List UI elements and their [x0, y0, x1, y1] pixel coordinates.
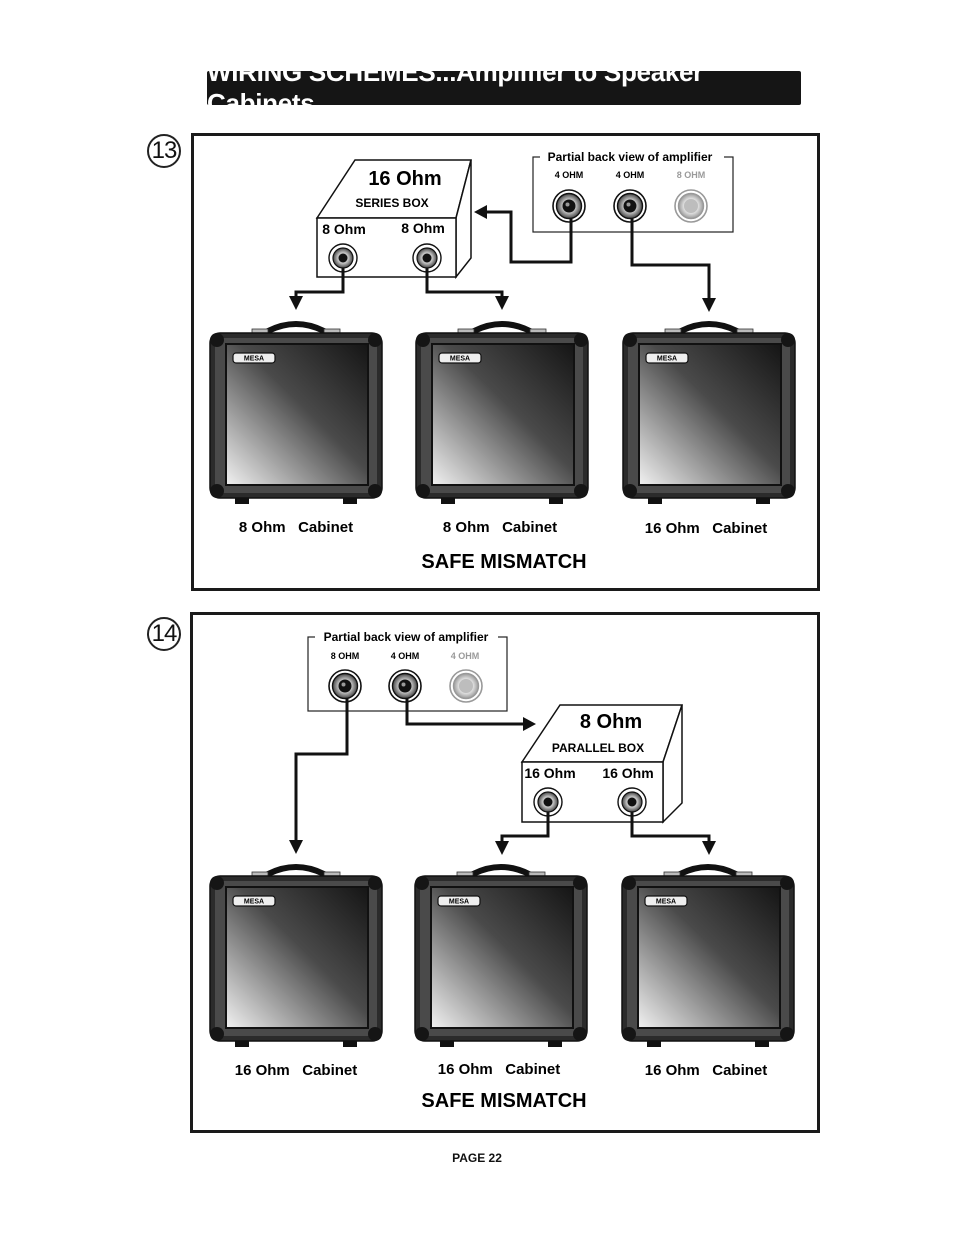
arrow-heads-14 [289, 717, 716, 855]
speaker-cabinet [210, 324, 382, 504]
jack-icon [328, 669, 362, 703]
jack-icon [449, 669, 483, 703]
jack-icon [412, 243, 442, 273]
cabinet-label: 8 Ohm Cabinet [443, 519, 557, 536]
arrow-icon [495, 841, 509, 855]
box-type: PARALLEL BOX [552, 741, 644, 755]
arrow-heads-13 [289, 205, 716, 312]
jack-label: 4 OHM [451, 651, 480, 661]
jack-label: 4 OHM [616, 170, 645, 180]
figure-number-13: 13 [147, 134, 181, 168]
figure-number-14: 14 [147, 617, 181, 651]
jack-icon [613, 189, 647, 223]
arrow-icon [495, 296, 509, 310]
page-number: PAGE 22 [452, 1151, 502, 1165]
speaker-cabinet [210, 867, 382, 1047]
cabinet-label: 16 Ohm Cabinet [438, 1061, 561, 1078]
jack-icon [617, 787, 647, 817]
jack-icon [328, 243, 358, 273]
jack-label: 4 OHM [391, 651, 420, 661]
box-impedance: 8 Ohm [580, 711, 642, 733]
box-output-label: 16 Ohm [524, 765, 575, 781]
jack-icon [674, 189, 708, 223]
result-label: SAFE MISMATCH [421, 551, 586, 573]
arrow-icon [702, 298, 716, 312]
jack-icon [552, 189, 586, 223]
amp-panel-label: Partial back view of amplifier [548, 150, 713, 164]
cable-lines-13 [294, 210, 711, 300]
cabinet-label: 16 Ohm Cabinet [645, 1062, 768, 1079]
cabinet-label: 16 Ohm Cabinet [645, 520, 768, 537]
arrow-icon [289, 296, 303, 310]
series-box: 16 Ohm SERIES BOX 8 Ohm 8 Ohm [315, 159, 472, 280]
cabinet-label: 16 Ohm Cabinet [235, 1062, 358, 1079]
box-type: SERIES BOX [355, 196, 428, 210]
jack-label: 8 OHM [331, 651, 360, 661]
cable-lines-14 [294, 698, 711, 843]
figure-13-panel [191, 133, 820, 591]
amp-panel-label: Partial back view of amplifier [324, 630, 489, 644]
arrow-icon [474, 205, 487, 219]
speaker-cabinet [415, 867, 587, 1047]
arrow-icon [702, 841, 716, 855]
arrow-icon [523, 717, 536, 731]
speaker-cabinet [622, 867, 794, 1047]
box-output-label: 16 Ohm [602, 765, 653, 781]
figure-14-panel [190, 612, 820, 1133]
jack-label: 8 OHM [677, 170, 706, 180]
jack-icon [388, 669, 422, 703]
speaker-cabinet [623, 324, 795, 504]
jack-label: 4 OHM [555, 170, 584, 180]
box-impedance: 16 Ohm [368, 168, 441, 190]
jack-icon [533, 787, 563, 817]
box-output-label: 8 Ohm [401, 220, 445, 236]
box-output-label: 8 Ohm [322, 221, 366, 237]
speaker-cabinet [416, 324, 588, 504]
parallel-box: 8 Ohm PARALLEL BOX 16 Ohm 16 Ohm [520, 704, 684, 824]
cabinet-label: 8 Ohm Cabinet [239, 519, 353, 536]
result-label: SAFE MISMATCH [421, 1090, 586, 1112]
arrow-icon [289, 840, 303, 854]
